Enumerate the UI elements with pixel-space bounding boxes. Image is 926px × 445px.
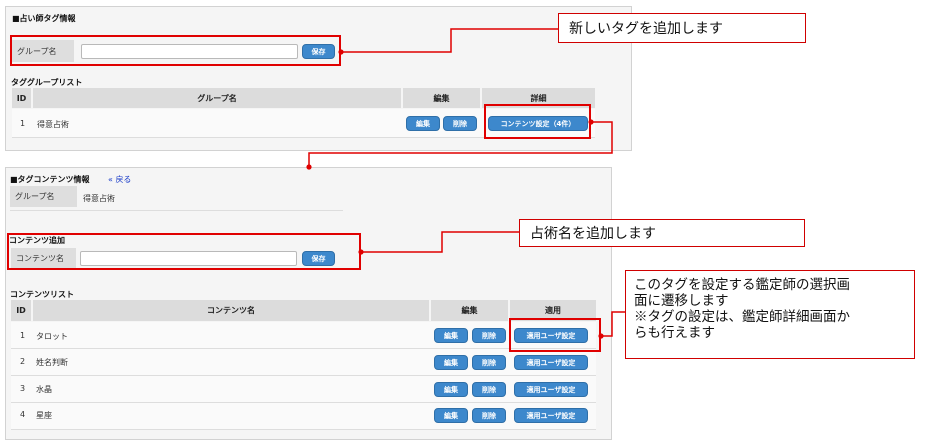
content-save-button[interactable]: 保存 — [302, 251, 335, 266]
tag-group-header-name: グループ名 — [33, 88, 401, 108]
content-add-title: コンテンツ追加 — [9, 236, 65, 245]
content-edit-button[interactable]: 編集 — [434, 355, 468, 370]
apply-user-settings-button[interactable]: 適用ユーザ設定 — [514, 382, 588, 397]
content-row-id: 4 — [20, 410, 26, 419]
content-delete-button[interactable]: 削除 — [472, 355, 506, 370]
tag-group-header-edit: 編集 — [403, 88, 480, 108]
content-edit-button[interactable]: 編集 — [434, 382, 468, 397]
content-list-title: コンテンツリスト — [10, 290, 74, 299]
apply-user-settings-button[interactable]: 適用ユーザ設定 — [514, 328, 588, 343]
annotation-add-content: 占術名を追加します — [519, 219, 805, 247]
row-divider — [11, 429, 596, 430]
content-header-edit: 編集 — [431, 300, 508, 321]
apply-user-settings-button[interactable]: 適用ユーザ設定 — [514, 408, 588, 423]
tag-group-header-id: ID — [12, 88, 31, 108]
content-row-name: 水晶 — [36, 385, 52, 394]
tag-group-list-title: タググループリスト — [11, 78, 83, 87]
tag-group-row-id: 1 — [20, 119, 26, 128]
annotation-apply-line: 面に遷移します — [634, 293, 729, 308]
apply-user-settings-button[interactable]: 適用ユーザ設定 — [514, 355, 588, 370]
content-row-name: 星座 — [36, 411, 52, 420]
tag-group-header-detail: 詳細 — [482, 88, 595, 108]
content-header-id: ID — [11, 300, 31, 321]
tag-content-info-title: ■タグコンテンツ情報 — [10, 175, 90, 184]
content-row-name: 姓名判断 — [36, 358, 68, 367]
content-edit-button[interactable]: 編集 — [434, 408, 468, 423]
back-link[interactable]: « 戻る — [108, 175, 132, 184]
tag-info-title: ■占い師タグ情報 — [12, 14, 76, 23]
annotation-apply-line: ※タグの設定は、鑑定師詳細画面か — [634, 309, 850, 324]
tag-group-row-name: 得意占術 — [37, 120, 69, 129]
tag-group-delete-button[interactable]: 削除 — [443, 116, 477, 131]
content-row-id: 1 — [20, 331, 26, 340]
row-divider — [11, 375, 596, 376]
content-row-name: タロット — [36, 332, 68, 341]
row-divider — [11, 348, 596, 349]
row-divider — [11, 402, 596, 403]
annotation-apply-line: このタグを設定する鑑定師の選択画 — [634, 277, 850, 292]
content-header-apply: 適用 — [510, 300, 596, 321]
content-header-name: コンテンツ名 — [33, 300, 429, 321]
annotation-apply-line: らも行えます — [634, 325, 715, 340]
group-name-label: グループ名 — [12, 40, 74, 62]
annotation-add-tag: 新しいタグを追加します — [558, 13, 806, 43]
content-name-input[interactable] — [80, 251, 297, 266]
content-row-id: 2 — [20, 357, 26, 366]
content-group-name-value: 得意占術 — [83, 194, 115, 203]
divider — [10, 210, 343, 211]
group-name-input[interactable] — [81, 44, 298, 59]
row-divider — [12, 137, 595, 138]
content-settings-button[interactable]: コンテンツ設定（4件） — [488, 116, 588, 131]
group-save-button[interactable]: 保存 — [302, 44, 335, 59]
tag-group-edit-button[interactable]: 編集 — [406, 116, 440, 131]
content-group-name-label: グループ名 — [10, 186, 77, 207]
content-delete-button[interactable]: 削除 — [472, 328, 506, 343]
content-name-label: コンテンツ名 — [11, 248, 76, 269]
content-delete-button[interactable]: 削除 — [472, 408, 506, 423]
annotation-apply-user: このタグを設定する鑑定師の選択画 面に遷移します ※タグの設定は、鑑定師詳細画面… — [625, 270, 915, 359]
content-edit-button[interactable]: 編集 — [434, 328, 468, 343]
content-delete-button[interactable]: 削除 — [472, 382, 506, 397]
content-row-id: 3 — [20, 384, 26, 393]
